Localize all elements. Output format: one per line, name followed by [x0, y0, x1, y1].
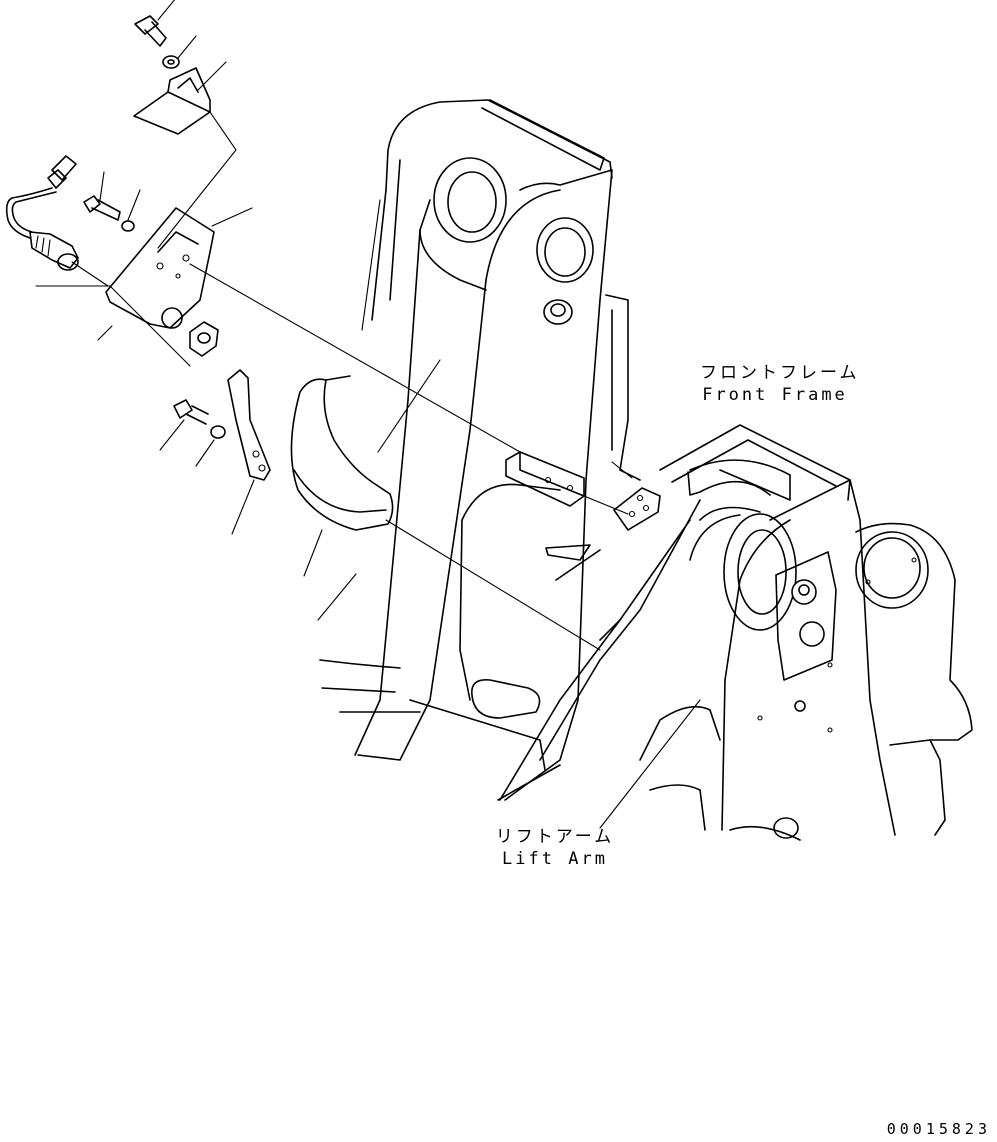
- front-frame-label: フロントフレーム Front Frame: [700, 362, 860, 406]
- lift-arm-label-en: Lift Arm: [502, 849, 608, 869]
- front-frame: [599, 424, 973, 841]
- front-frame-label-en: Front Frame: [702, 385, 848, 405]
- leader-lines: [35, 0, 701, 829]
- lift-arm-label: リフトアーム Lift Arm: [495, 826, 615, 870]
- drawing-number: 00015823: [886, 1120, 991, 1138]
- sensor-assembly: [5, 15, 661, 531]
- front-frame-label-ja: フロントフレーム: [700, 363, 860, 383]
- lift-arm: [319, 99, 701, 801]
- lift-arm-label-ja: リフトアーム: [495, 827, 615, 847]
